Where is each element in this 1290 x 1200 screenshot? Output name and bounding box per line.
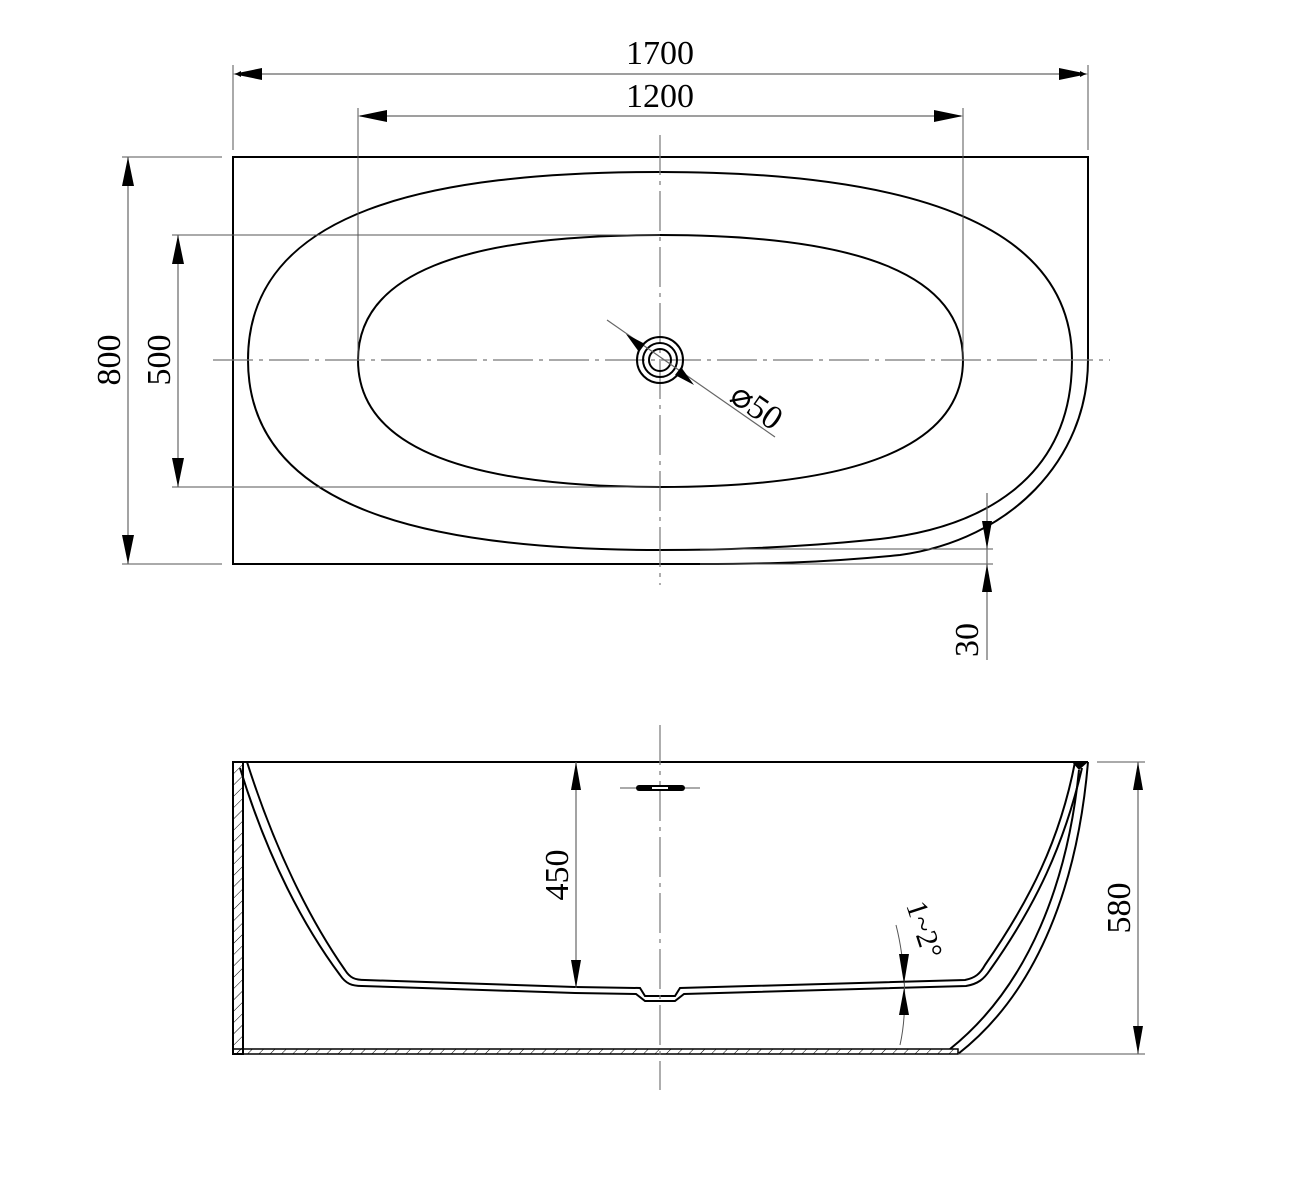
overall-width-label: 800 (91, 335, 128, 386)
inner-width-label: 500 (141, 335, 178, 386)
section-right-skirt-inner (949, 769, 1080, 1050)
section-left-wall (232, 761, 244, 1055)
drain-icon (606, 319, 776, 438)
inner-length-label: 1200 (626, 78, 694, 115)
overall-length-label: 1700 (626, 35, 694, 72)
rim-offset-label: 30 (949, 623, 986, 657)
overflow-icon (620, 785, 700, 791)
section-basin-outer (239, 767, 1083, 1002)
inner-depth-label: 450 (539, 850, 576, 901)
plan-view: ⌀50 1700 1200 800 500 30 (91, 35, 1110, 660)
section-view: 450 580 1~2° (232, 725, 1145, 1090)
overall-height-label: 580 (1101, 883, 1138, 934)
section-base (232, 1048, 959, 1055)
drain-diameter-label: ⌀50 (723, 376, 789, 438)
floor-slope-label: 1~2° (899, 897, 948, 963)
section-basin-inner (246, 761, 1076, 997)
slope-arc (895, 924, 906, 1046)
section-right-skirt-outer (957, 761, 1089, 1055)
